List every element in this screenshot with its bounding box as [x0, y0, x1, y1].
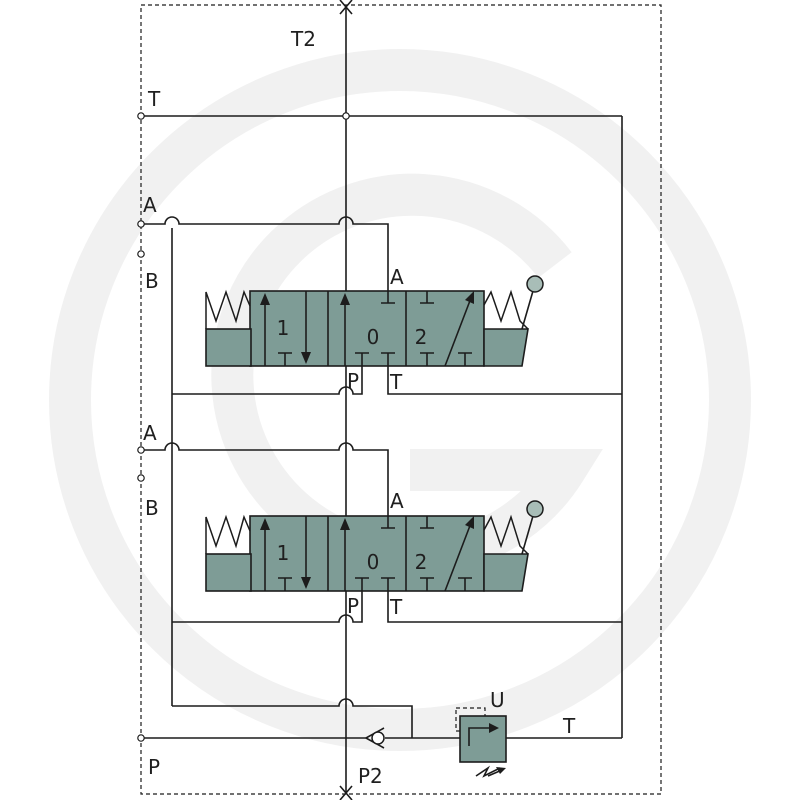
spring-right [483, 289, 529, 330]
t-line-upper [387, 365, 622, 395]
directional-valve-2: 1 0 2 [205, 500, 544, 592]
p-feed-line [172, 698, 413, 738]
t-junction-dot [342, 112, 350, 120]
position-0-label: 0 [367, 325, 380, 349]
b-port-dot-lower [137, 474, 145, 482]
spring-right [483, 514, 529, 555]
position-0-label: 0 [367, 550, 380, 574]
valve-end-cap-left [205, 553, 252, 592]
t-label: T [147, 87, 161, 111]
t2-cross-marker [339, 0, 353, 15]
valve-2-a-label: A [390, 489, 404, 513]
t-line-lower [387, 590, 622, 623]
lever-knob [526, 275, 544, 293]
valve-end-cap-right [483, 328, 529, 367]
valve-1-a-label: A [390, 265, 404, 289]
b-port-dot-upper [137, 250, 145, 258]
b-label-upper: B [145, 269, 159, 293]
spring-left [205, 289, 251, 329]
valve-2-t-label: T [389, 595, 403, 619]
a-label-upper: A [143, 193, 157, 217]
relief-valve-u [455, 707, 507, 778]
directional-valve-1: 1 0 2 [205, 275, 544, 367]
position-1-label: 1 [277, 316, 290, 340]
valve-end-cap-left [205, 328, 252, 367]
a-line-upper [141, 216, 389, 291]
lever-knob [526, 500, 544, 518]
spring-left [205, 514, 251, 554]
t2-label: T2 [290, 27, 316, 51]
u-label: U [490, 688, 505, 712]
valve-1-t-label: T [389, 370, 403, 394]
p-line-lower [172, 590, 363, 623]
t-right-label: T [562, 714, 576, 738]
position-2-label: 2 [415, 325, 428, 349]
p2-cross-marker [339, 785, 353, 800]
b-label-lower: B [145, 496, 159, 520]
valve-end-cap-right [483, 553, 529, 592]
assembly-boundary [140, 4, 662, 795]
p-line-upper [172, 365, 363, 395]
p2-label: P2 [358, 764, 383, 788]
valve-2-p-label: P [347, 594, 359, 618]
p-label: P [148, 755, 160, 779]
a-port-dot-lower [137, 446, 145, 454]
position-2-label: 2 [415, 550, 428, 574]
valve-1-p-label: P [347, 369, 359, 393]
check-valve [365, 727, 385, 749]
a-label-lower: A [143, 421, 157, 445]
p-port-dot [137, 734, 145, 742]
a-port-dot-upper [137, 220, 145, 228]
t-port-dot [137, 112, 145, 120]
a-line-lower [141, 442, 389, 517]
position-1-label: 1 [277, 541, 290, 565]
watermark-logo [49, 49, 751, 751]
